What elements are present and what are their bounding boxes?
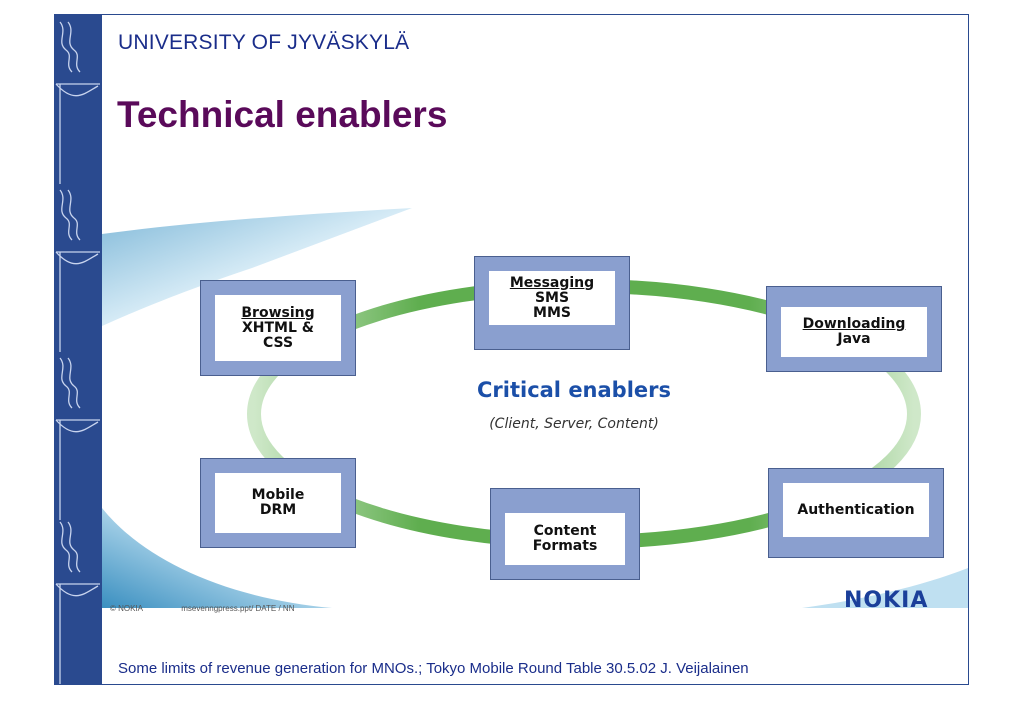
node-content-formats-line-1: Content (533, 523, 597, 539)
node-messaging: Messaging SMS MMS (474, 256, 630, 350)
slide-source-footer: © NOKIA msevenngpress.ppt/ DATE / NN (110, 604, 330, 613)
node-mobile-drm-line-1: Mobile (251, 487, 305, 503)
node-content-formats-line-2: Formats (532, 538, 598, 554)
node-messaging-line-2: MMS (533, 304, 571, 321)
node-downloading: Downloading Java (766, 286, 942, 372)
node-messaging-line-1: SMS (534, 289, 570, 306)
node-browsing-line-1: XHTML & (242, 319, 314, 336)
torch-logo-icon (55, 21, 100, 684)
node-messaging-heading: Messaging (509, 274, 595, 291)
node-downloading-line-1: Java (837, 331, 871, 347)
university-name: UNIVERSITY OF JYVÄSKYLÄ (118, 31, 410, 54)
center-subtitle: (Client, Server, Content) (489, 416, 659, 432)
node-mobile-drm: Mobile DRM (200, 458, 356, 548)
node-content-formats: Content Formats (490, 488, 640, 580)
node-browsing-line-2: CSS (262, 334, 294, 351)
node-authentication: Authentication (768, 468, 944, 558)
slide-file-reference: msevenngpress.ppt/ DATE / NN (181, 604, 295, 613)
footer-text: Some limits of revenue generation for MN… (118, 660, 749, 677)
wave-decoration (102, 208, 412, 326)
node-downloading-heading: Downloading (802, 316, 906, 332)
node-mobile-drm-line-2: DRM (259, 502, 297, 518)
page-title: Technical enablers (117, 94, 448, 135)
node-authentication-line-1: Authentication (797, 501, 915, 518)
node-browsing: Browsing XHTML & CSS (200, 280, 356, 376)
node-browsing-heading: Browsing (241, 304, 315, 321)
enablers-diagram: Browsing XHTML & CSS Messaging SMS MMS D… (102, 208, 968, 622)
swoosh-right-decoration (802, 568, 968, 608)
left-decorative-band (54, 14, 102, 685)
center-title: Critical enablers (476, 378, 672, 402)
slide-copyright: © NOKIA (110, 604, 144, 613)
swoosh-decoration (102, 508, 332, 608)
nokia-logo: NOKIA (844, 588, 929, 613)
